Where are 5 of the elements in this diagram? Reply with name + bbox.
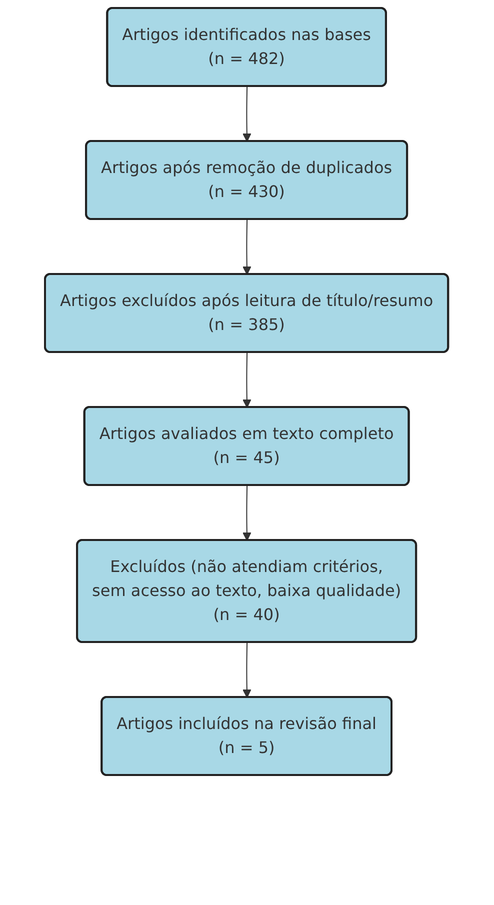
arrow xyxy=(242,219,252,275)
arrow xyxy=(242,86,252,142)
arrow xyxy=(242,352,252,408)
arrow xyxy=(242,642,252,698)
arrow xyxy=(242,485,252,541)
